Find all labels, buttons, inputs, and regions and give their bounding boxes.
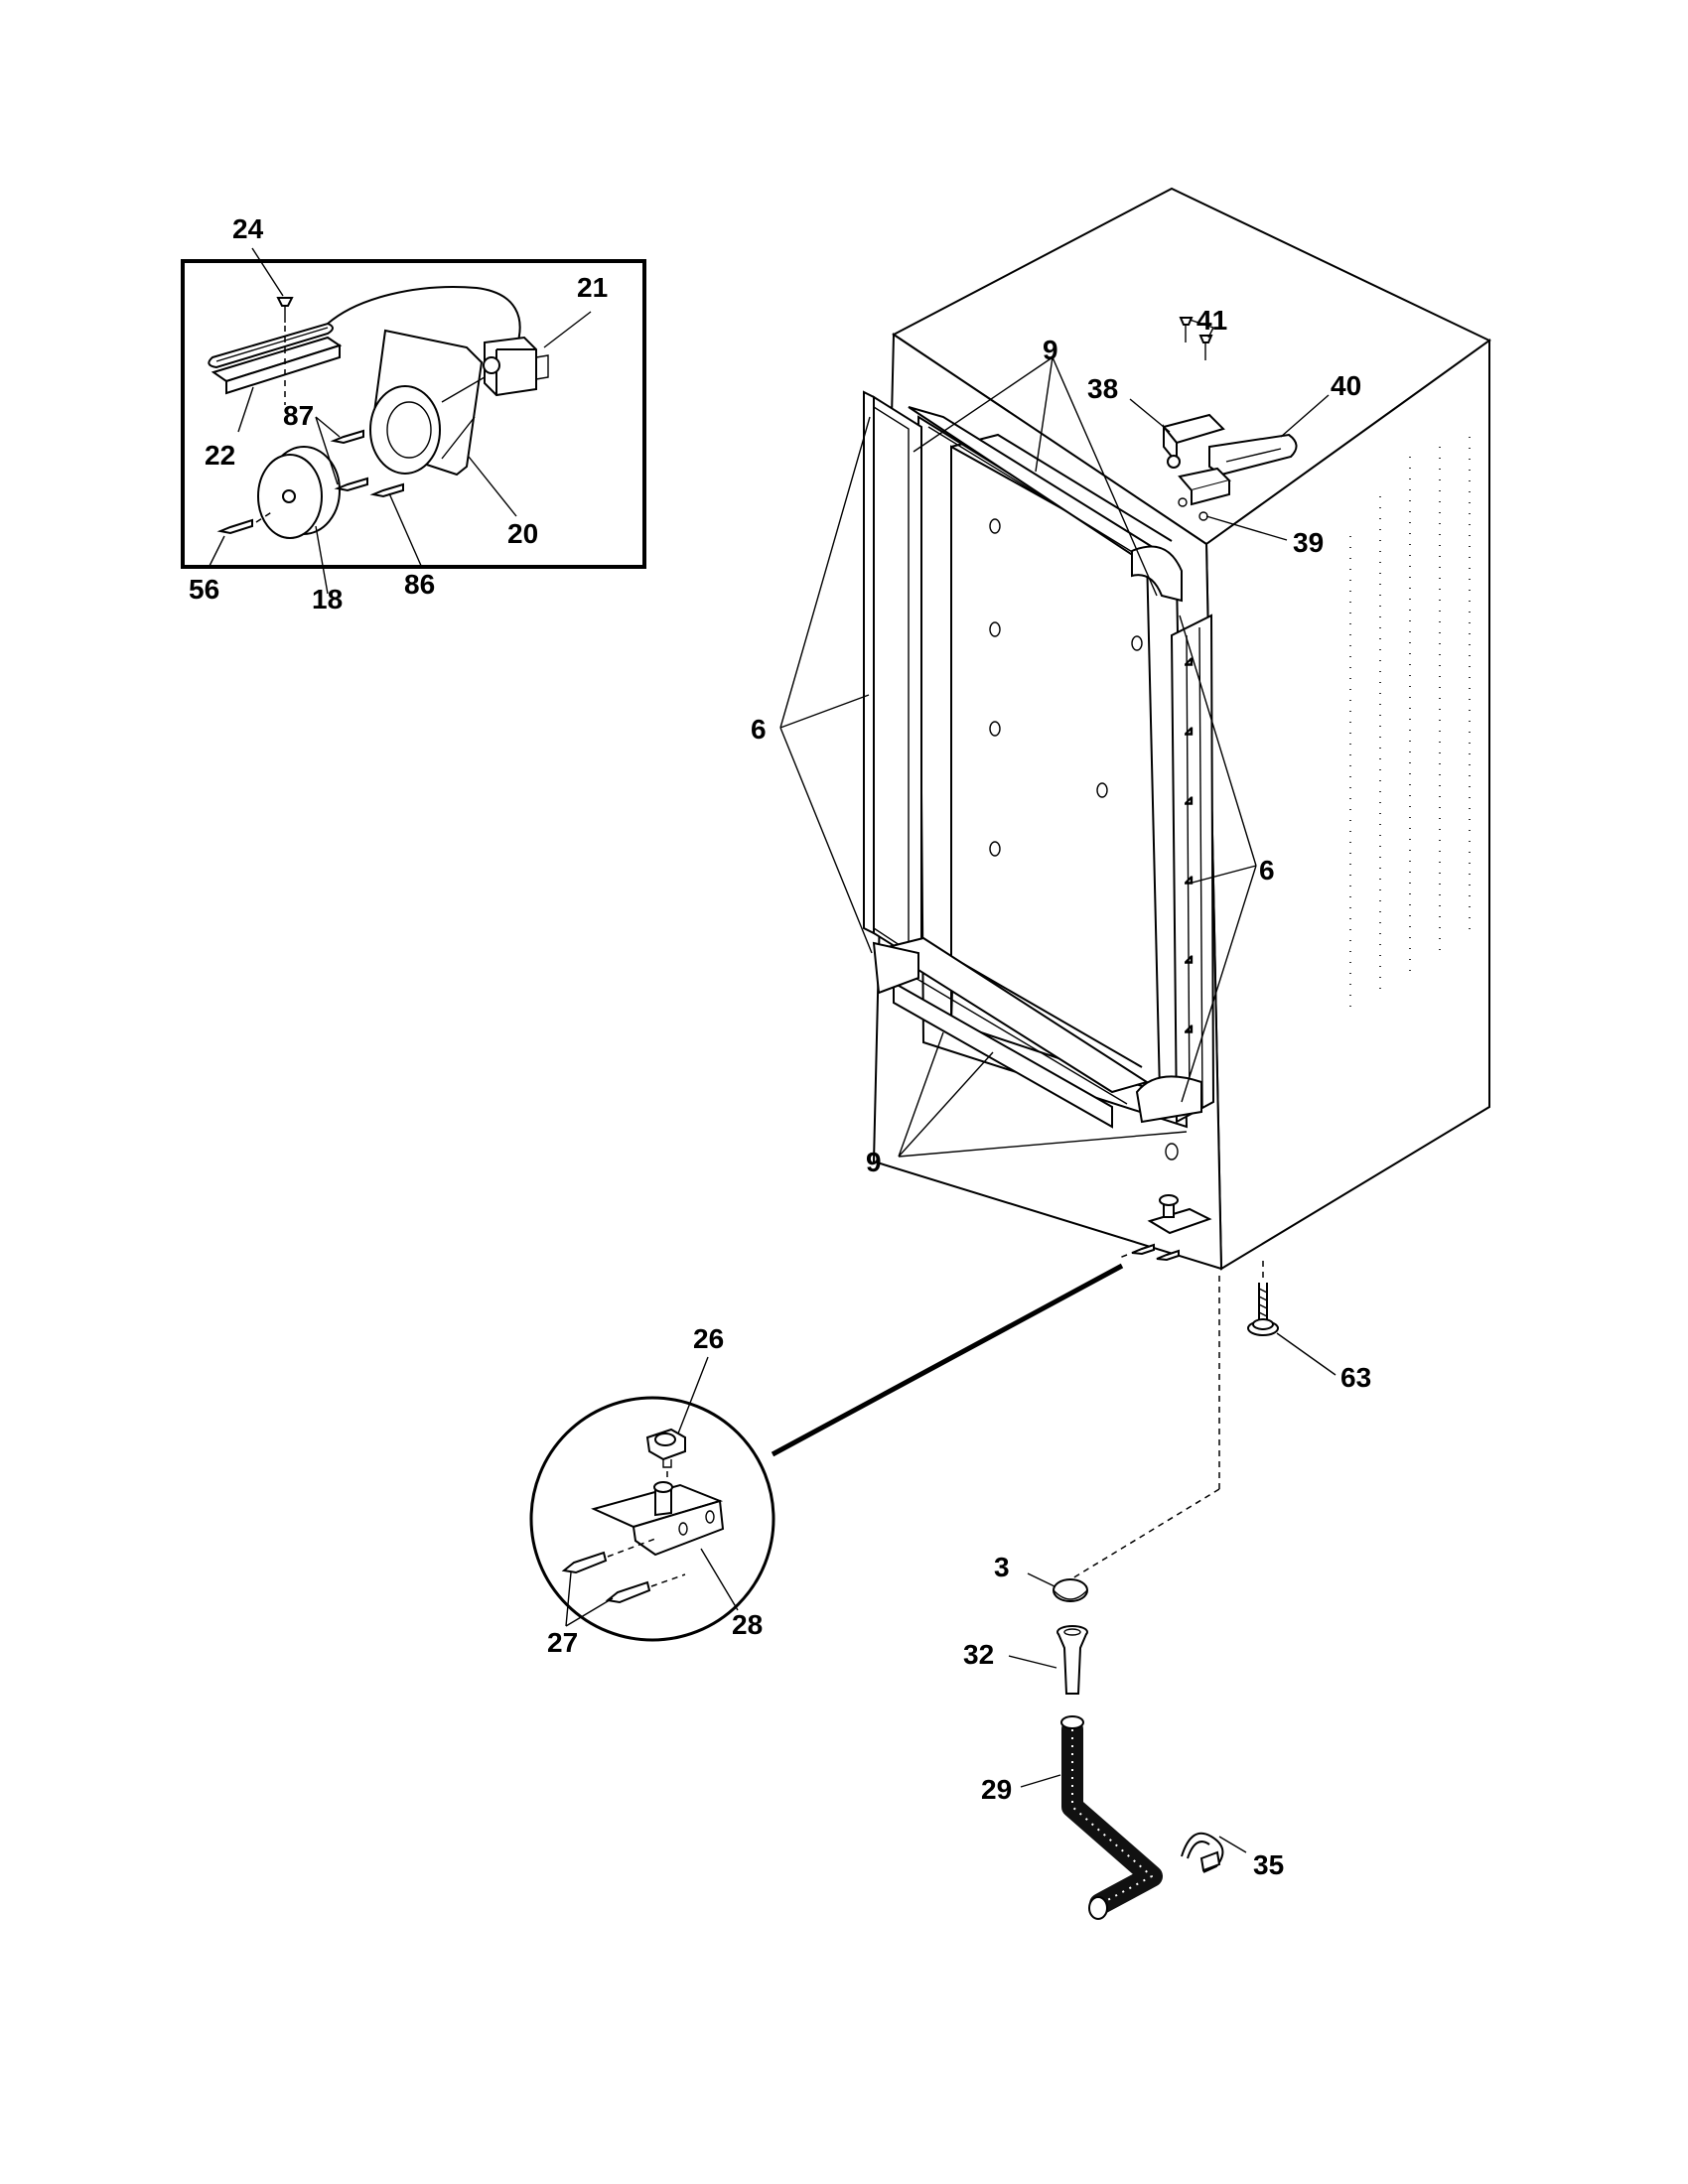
callout-41: 41 <box>1196 305 1227 336</box>
drain-plug-part-3 <box>1053 1578 1088 1602</box>
leader-22 <box>237 386 254 433</box>
leader-18 <box>315 525 329 595</box>
top-hinge-assembly <box>1162 317 1298 521</box>
callout-38: 38 <box>1087 373 1118 404</box>
screw-part-24 <box>276 297 294 405</box>
callout-27: 27 <box>547 1627 578 1658</box>
svg-text:⊿: ⊿ <box>1184 1022 1194 1035</box>
callout-9-top: 9 <box>1043 335 1058 365</box>
hinge-screws-part-27 <box>561 1538 686 1604</box>
svg-text:⊿: ⊿ <box>1184 793 1194 807</box>
hinge-detail-circle <box>529 1396 775 1642</box>
callout-20: 20 <box>507 518 538 549</box>
bottom-hinge-mounted <box>1116 1194 1212 1262</box>
fan-shroud-part-20 <box>369 329 486 477</box>
svg-text:⊿: ⊿ <box>1184 952 1194 966</box>
callout-32: 32 <box>963 1639 994 1670</box>
svg-text:⊿: ⊿ <box>1184 724 1194 738</box>
screw-part-56 <box>216 510 274 535</box>
gasket-part-6: ⊿ ⊿ ⊿ ⊿ ⊿ ⊿ <box>863 390 1215 1124</box>
hose-clamp-part-35 <box>1181 1832 1224 1873</box>
leader-56 <box>208 535 225 569</box>
callout-86: 86 <box>404 569 435 600</box>
callout-40: 40 <box>1331 370 1361 401</box>
callout-63: 63 <box>1340 1362 1371 1393</box>
svg-text:⊿: ⊿ <box>1184 654 1194 668</box>
leveling-leg-part-63 <box>1247 1261 1279 1336</box>
callout-6-left: 6 <box>751 714 767 745</box>
callout-9-bottom: 9 <box>866 1147 882 1177</box>
detail-connector-line <box>771 1263 1124 1457</box>
heater-channel-part-22 <box>208 286 521 395</box>
callout-87: 87 <box>283 400 314 431</box>
fan-assembly-inset: 24 21 87 22 20 56 18 86 <box>181 213 646 614</box>
leader-86 <box>388 492 423 569</box>
callout-56: 56 <box>189 574 219 605</box>
callout-35: 35 <box>1253 1849 1284 1880</box>
drain-hose-part-29 <box>1060 1715 1163 1920</box>
callout-29: 29 <box>981 1774 1012 1805</box>
freezer-cabinet: ⊿ ⊿ ⊿ ⊿ ⊿ ⊿ <box>863 187 1491 1336</box>
callout-21: 21 <box>577 272 608 303</box>
leader-24 <box>251 247 284 297</box>
callout-28: 28 <box>732 1609 763 1640</box>
hinge-nut-part-26 <box>645 1428 686 1489</box>
callout-24: 24 <box>232 213 264 244</box>
callout-18: 18 <box>312 584 343 614</box>
inset-frame <box>181 259 646 569</box>
leader-20 <box>468 456 517 517</box>
callout-26: 26 <box>693 1323 724 1354</box>
callout-22: 22 <box>205 440 235 471</box>
leader-21 <box>543 311 592 348</box>
hinge-bracket-part-28 <box>591 1481 725 1557</box>
motor-part-21 <box>483 336 549 397</box>
gasket-part-9 <box>872 406 1202 1129</box>
callout-3: 3 <box>994 1552 1010 1582</box>
callout-39: 39 <box>1293 527 1324 558</box>
callout-6-right: 6 <box>1259 855 1275 886</box>
drain-dash-diagonal <box>1071 1488 1220 1579</box>
leader-87 <box>315 416 341 485</box>
drain-tube-part-32 <box>1056 1625 1088 1695</box>
svg-text:⊿: ⊿ <box>1184 873 1194 887</box>
screws-part-87 <box>330 429 404 498</box>
fan-blade-part-18 <box>257 446 341 539</box>
liner-holes <box>989 518 1179 1160</box>
cabinet-callouts: 41 38 40 39 9 9 6 6 63 26 28 27 <box>547 305 1371 1880</box>
